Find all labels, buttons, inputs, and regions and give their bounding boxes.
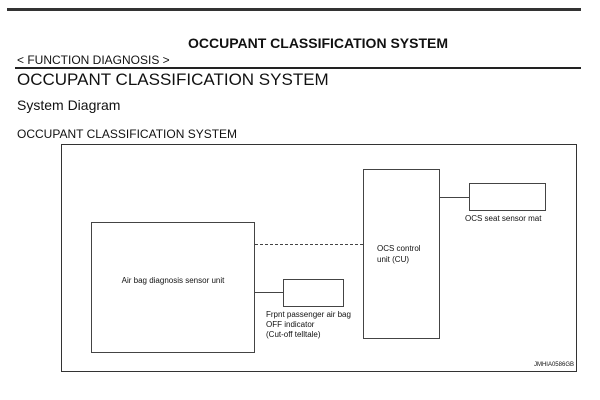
section-title: OCCUPANT CLASSIFICATION SYSTEM: [17, 70, 329, 89]
ocs-cu-label-1: OCS control: [377, 244, 421, 253]
header-rule: [15, 67, 581, 69]
indicator-connection-line: [255, 292, 283, 293]
top-rule: [7, 8, 581, 11]
system-diagram: Air bag diagnosis sensor unit OCS contro…: [61, 144, 577, 372]
airbag-sensor-unit-box: Air bag diagnosis sensor unit: [91, 222, 255, 353]
seat-mat-connection-line: [440, 197, 469, 198]
diagram-title: OCCUPANT CLASSIFICATION SYSTEM: [17, 127, 238, 141]
indicator-label-1: Frpnt passenger air bag: [266, 310, 351, 319]
indicator-label-2: OFF indicator: [266, 320, 315, 329]
communication-dashed-line: [255, 244, 363, 245]
ocs-control-unit-box: OCS control unit (CU): [363, 169, 440, 339]
airbag-sensor-unit-label: Air bag diagnosis sensor unit: [121, 276, 225, 285]
page-title: OCCUPANT CLASSIFICATION SYSTEM: [187, 35, 449, 51]
section-subtitle: System Diagram: [17, 97, 121, 113]
airbag-off-indicator-box: [283, 279, 344, 307]
figure-code: JMHIA0586GB: [533, 362, 574, 368]
indicator-label-3: (Cut-off telltale): [266, 330, 321, 339]
ocs-cu-label-2: unit (CU): [377, 255, 410, 264]
seat-sensor-mat-box: [469, 183, 546, 211]
breadcrumb: < FUNCTION DIAGNOSIS >: [17, 53, 170, 67]
seat-sensor-mat-label: OCS seat sensor mat: [465, 214, 542, 223]
